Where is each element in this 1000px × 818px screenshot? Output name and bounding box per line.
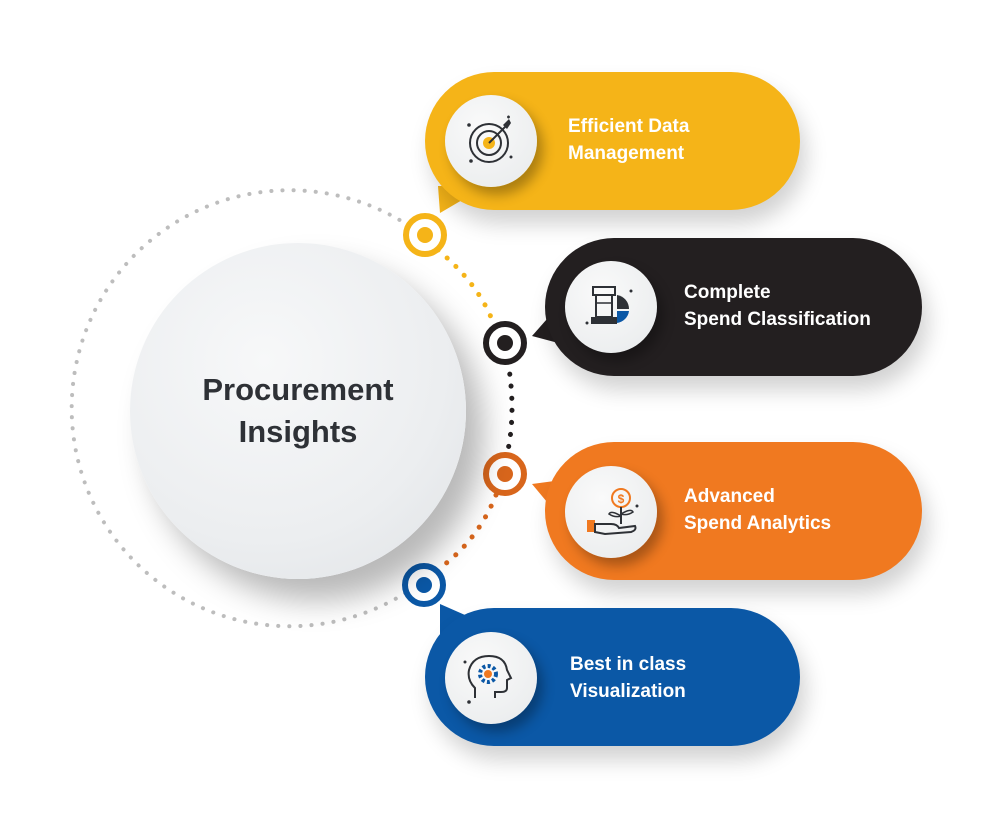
head-gear-icon [463,654,513,704]
connector-yellow [435,247,497,328]
pill-label: Complete Spend Classification [684,282,871,330]
node-blue [402,563,446,607]
node-black [483,321,527,365]
target-icon [467,115,513,163]
pill-label: Advanced Spend Analytics [684,486,832,534]
connector-black [505,359,515,453]
icon-disc: $ [565,466,657,558]
center-title: Procurement Insights [202,372,394,449]
svg-text:$: $ [618,492,625,506]
dotted-orbit [69,188,422,629]
icon-disc [445,95,537,187]
pill-efficient-data-management: Efficient Data Management [425,72,800,210]
pill-best-in-class-visualization: Best in class Visualization [425,608,800,746]
pill-label: Efficient Data Management [568,116,690,164]
icon-disc [565,261,657,353]
center-circle: Procurement Insights [130,243,466,579]
hand-dollar-plant-icon: $ [587,488,639,536]
icon-disc [445,632,537,724]
pill-complete-spend-classification: Complete Spend Classification [545,238,922,376]
pill-label: Best in class Visualization [570,654,687,702]
chess-chart-icon [585,286,633,325]
node-yellow [403,213,447,257]
node-orange [483,452,527,496]
pill-advanced-spend-analytics: $ Advanced Spend Analytics [545,442,922,580]
connector-orange [437,492,499,571]
